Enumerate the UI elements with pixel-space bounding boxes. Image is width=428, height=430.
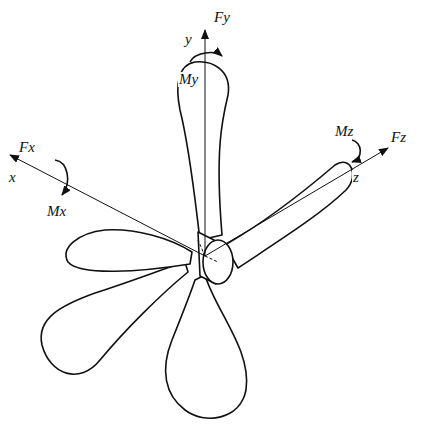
- axis-label: My: [178, 72, 199, 87]
- blade: [66, 230, 192, 272]
- moment-arrow: [190, 53, 222, 62]
- moment-arrow: [352, 140, 360, 162]
- hub-face: [203, 240, 233, 284]
- blade: [225, 162, 353, 268]
- axis-label: x: [8, 170, 17, 185]
- x-axis: [10, 155, 205, 256]
- blade: [178, 62, 229, 240]
- z-axis: [205, 148, 388, 256]
- axis-label: Fz: [390, 130, 407, 145]
- axis-label: Fy: [213, 10, 231, 25]
- blade: [41, 262, 188, 374]
- hidden-line: [198, 240, 218, 262]
- axis-label: y: [184, 32, 193, 47]
- axis-label: Mz: [334, 124, 354, 139]
- blade: [166, 275, 247, 418]
- axis-label: z: [352, 170, 360, 185]
- axis-label: Mx: [46, 204, 67, 219]
- y-axis: [205, 30, 206, 256]
- moment-arrow: [55, 160, 68, 195]
- axis-label: Fx: [18, 140, 36, 155]
